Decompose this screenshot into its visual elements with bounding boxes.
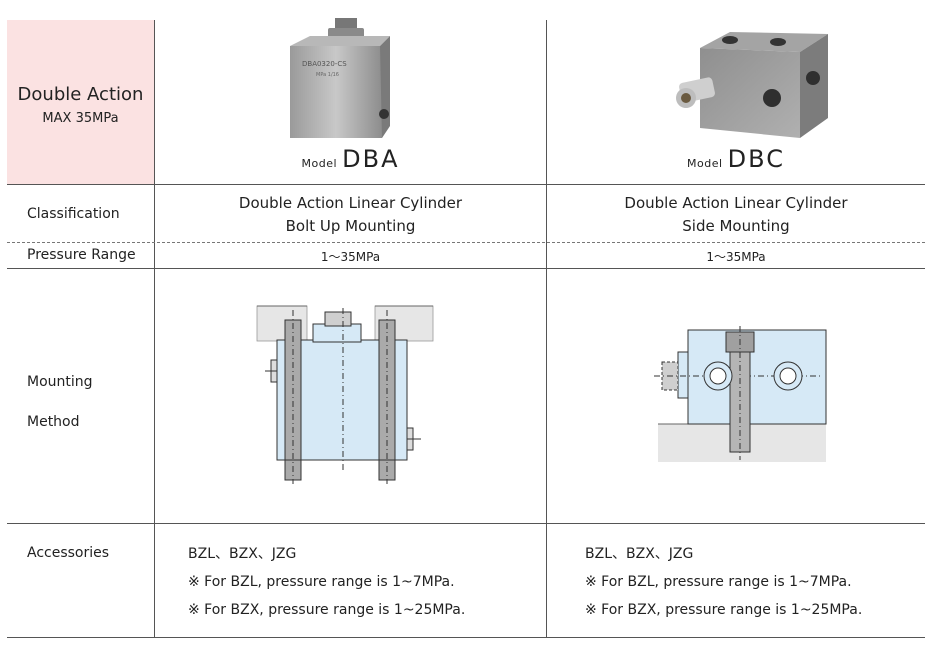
model-name: DBC [727, 145, 785, 173]
pressure-range-dba: 1～35MPa [320, 250, 381, 264]
product-photo-dba: DBA0320-CS MPa 1/16 [290, 18, 390, 138]
row-label-pressure-range: Pressure Range [27, 247, 136, 263]
engraving-text: DBA0320-CS [302, 60, 347, 68]
row-divider-classification [7, 242, 925, 243]
model-prefix: Model [301, 157, 338, 170]
accessories-list: BZL、BZX、JZG [188, 546, 297, 562]
mounting-diagram-dbc [654, 326, 827, 462]
accessories-note: ※ For BZX, pressure range is 1~25MPa. [585, 602, 863, 618]
engraving-text-2: MPa 1/16 [316, 72, 339, 78]
accessories-dba: BZL、BZX、JZG ※ For BZL, pressure range is… [188, 540, 465, 624]
column-divider-2 [546, 20, 547, 637]
header-title-block: Double Action MAX 35MPa [7, 84, 154, 126]
row-divider-bottom [7, 637, 925, 638]
classification-dbc: Double Action Linear Cylinder Side Mount… [624, 194, 848, 235]
accessories-note: ※ For BZL, pressure range is 1~7MPa. [188, 574, 455, 590]
model-label-dbc: Model DBC [547, 145, 925, 173]
row-label-mounting-method: Mounting Method [27, 374, 93, 430]
mounting-diagram-dba [256, 305, 434, 484]
accessories-list: BZL、BZX、JZG [585, 546, 694, 562]
model-label-dba: Model DBA [155, 145, 546, 173]
header-title: Double Action [17, 84, 144, 105]
row-divider-mounting [7, 523, 925, 524]
row-divider-header [7, 184, 925, 185]
accessories-note: ※ For BZL, pressure range is 1~7MPa. [585, 574, 852, 590]
accessories-dbc: BZL、BZX、JZG ※ For BZL, pressure range is… [585, 540, 862, 624]
accessories-note: ※ For BZX, pressure range is 1~25MPa. [188, 602, 466, 618]
header-cell [7, 20, 154, 184]
row-label-classification: Classification [27, 206, 120, 222]
header-subtitle: MAX 35MPa [42, 111, 119, 126]
model-name: DBA [342, 145, 400, 173]
row-label-accessories: Accessories [27, 545, 110, 561]
row-divider-pressure [7, 268, 925, 269]
pressure-range-dbc: 1～35MPa [706, 250, 766, 264]
model-prefix: Model [687, 157, 723, 170]
column-divider-1 [154, 20, 155, 637]
classification-dba: Double Action Linear Cylinder Bolt Up Mo… [238, 194, 463, 235]
product-photo-dbc [676, 32, 828, 138]
